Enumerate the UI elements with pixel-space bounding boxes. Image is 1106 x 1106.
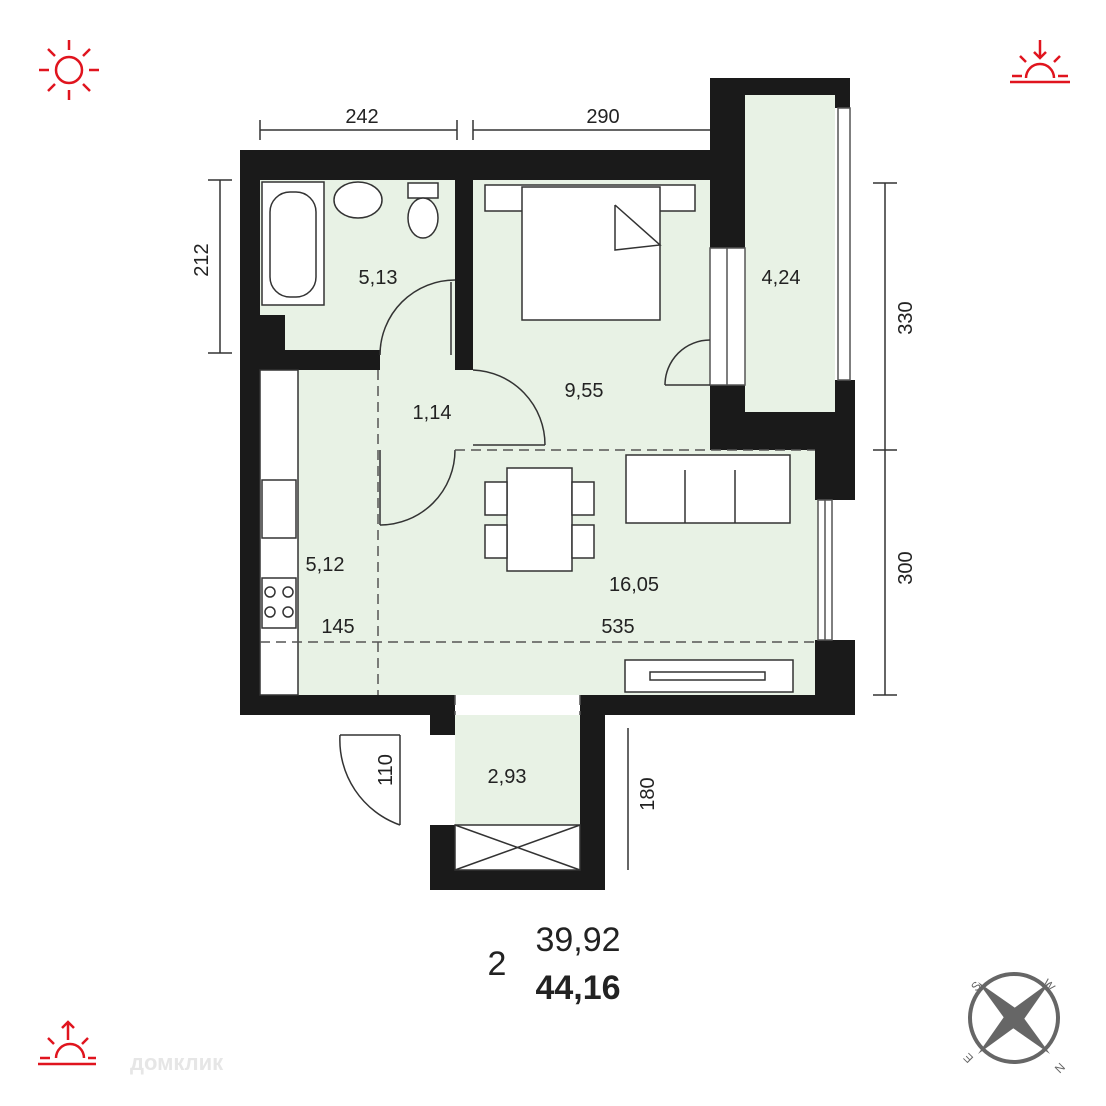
compass-label-s: S xyxy=(968,979,984,995)
compass-icon: S W E N xyxy=(961,972,1068,1076)
sunrise-icon xyxy=(38,1020,96,1066)
dim-door-width: 110 xyxy=(375,754,397,786)
zone-separators xyxy=(260,370,815,715)
room-area-hall: 1,14 xyxy=(413,402,452,424)
total-area: 44,16 xyxy=(535,969,620,1007)
dim-kitchen-width: 145 xyxy=(321,616,354,638)
room-area-living: 16,05 xyxy=(609,574,659,596)
compass-label-e: E xyxy=(961,1050,977,1066)
windows xyxy=(709,107,851,641)
room-area-bedroom: 9,55 xyxy=(565,380,604,402)
living-area: 39,92 xyxy=(535,921,620,959)
doors xyxy=(339,279,711,826)
rooms-count: 2 xyxy=(488,945,507,983)
sunset-icon xyxy=(1010,40,1070,84)
dim-top-right: 290 xyxy=(586,106,619,128)
dimension-lines xyxy=(208,120,897,870)
dim-right-top: 330 xyxy=(895,301,917,334)
walls xyxy=(240,78,855,890)
fixtures xyxy=(259,181,794,871)
room-area-kitchen: 5,12 xyxy=(306,554,345,576)
dim-right-bottom: 300 xyxy=(895,551,917,584)
sun-icon xyxy=(39,40,99,100)
room-area-entrance: 2,93 xyxy=(488,766,527,788)
compass-label-n: N xyxy=(1052,1060,1068,1076)
dim-left: 212 xyxy=(191,243,213,276)
dim-living-width: 535 xyxy=(601,616,634,638)
room-area-balcony: 4,24 xyxy=(762,267,801,289)
dim-top-left: 242 xyxy=(345,106,378,128)
dim-entrance-length: 180 xyxy=(637,777,659,810)
watermark: домклик xyxy=(130,1050,224,1075)
room-area-bathroom: 5,13 xyxy=(359,267,398,289)
